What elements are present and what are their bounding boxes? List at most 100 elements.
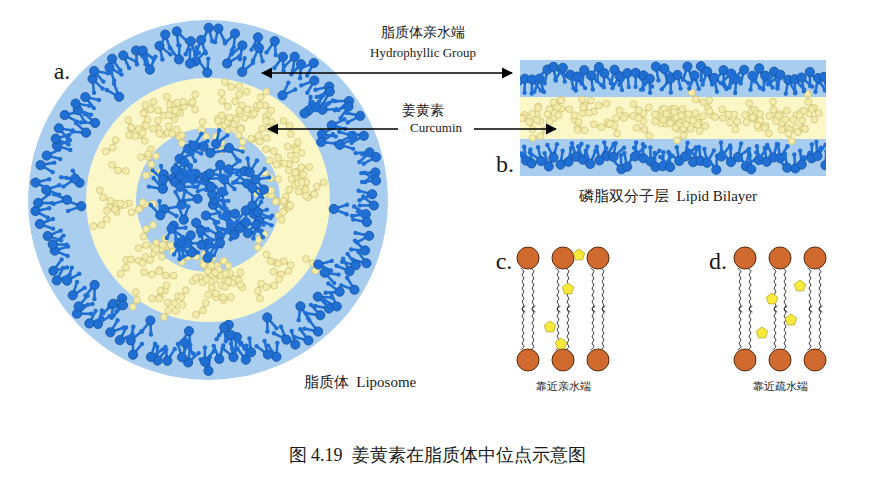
curcumin-molecule [255, 280, 265, 302]
lipid-tail-end [210, 238, 214, 242]
curcumin-atom [132, 289, 139, 296]
curcumin-atom [700, 113, 707, 120]
liposome-core [136, 128, 280, 272]
lipid-tail-end [59, 175, 63, 179]
curcumin-atom [139, 129, 146, 136]
curcumin-atom [692, 96, 699, 103]
curcumin-molecule [546, 96, 564, 112]
lipid-molecule [88, 74, 105, 95]
curcumin-atom [111, 206, 118, 213]
lipid-molecule [251, 220, 265, 240]
lipid-head [253, 208, 262, 217]
bilayer-ground [520, 60, 826, 176]
lipid-tail-end [286, 81, 290, 85]
curcumin-atom [603, 100, 610, 107]
curcumin-atom [193, 311, 200, 318]
curcumin-atom [231, 121, 238, 128]
lipid-molecule [31, 177, 51, 191]
lipid-tail-end [217, 211, 221, 215]
lipid-tail-end [362, 162, 366, 166]
lipid-head [118, 301, 127, 310]
lipid-molecule [158, 30, 172, 50]
curcumin-atom [109, 144, 116, 151]
lipid-tail-end [61, 184, 65, 188]
lipid-tail-end [289, 329, 293, 333]
lipid-molecule [299, 59, 319, 78]
lipid-tail-end [206, 228, 210, 232]
lipid-tail-end [201, 38, 205, 42]
lipid-molecule [351, 209, 372, 227]
curcumin-atom [790, 117, 797, 124]
curcumin-atom [520, 114, 526, 121]
curcumin-atom [630, 101, 637, 108]
curcumin-atom [114, 167, 121, 174]
curcumin-atom [263, 88, 270, 95]
lipid-molecule [176, 176, 197, 192]
curcumin-atom [257, 94, 264, 101]
lipid-tail-end [235, 157, 239, 161]
lipid-molecule [278, 81, 298, 100]
lipid-molecule [205, 164, 226, 178]
lipid-tail-end [165, 236, 169, 240]
lipid-head [206, 182, 215, 191]
lipid-tail-end [226, 199, 230, 203]
curcumin-molecule [160, 299, 171, 320]
curcumin-molecule [640, 104, 652, 125]
lipid-tail-end [52, 192, 56, 196]
curcumin-atom [128, 209, 135, 216]
curcumin-atom [225, 262, 232, 269]
lipid-tail-end [70, 130, 74, 134]
lipid-tail-end [221, 200, 225, 204]
lipid-molecule [219, 220, 239, 239]
lipid-tail-end [149, 332, 153, 336]
lipid-head [253, 33, 262, 42]
curcumin-atom [104, 207, 111, 214]
lipid-tail-end [350, 137, 354, 141]
curcumin-atom [205, 291, 212, 298]
curcumin-atom [203, 276, 210, 283]
lipid-molecule [59, 174, 80, 189]
lipid-tail-end [70, 265, 74, 269]
curcumin-atom [147, 257, 154, 264]
lipid-molecule [216, 160, 232, 181]
lipid-molecule [304, 303, 325, 320]
curcumin-atom [248, 136, 255, 143]
lipid-molecule [105, 82, 124, 102]
lipid-molecule [223, 29, 240, 50]
lipid-tail-end [298, 327, 302, 331]
curcumin-atom [199, 119, 206, 126]
lipid-tail-end [46, 216, 50, 220]
lipid-tail-end [208, 253, 212, 257]
lipid-tail-end [298, 76, 302, 80]
curcumin-atom [90, 223, 97, 230]
curcumin-molecule [129, 289, 140, 311]
lipid-head [230, 29, 239, 38]
curcumin-molecule [298, 171, 309, 193]
lipid-tail-end [179, 340, 183, 344]
curcumin-atom [263, 118, 270, 125]
lipid-tail-end [71, 168, 75, 172]
lipid-head [270, 37, 279, 46]
lipid-tail-end [260, 59, 264, 63]
curcumin-atom [143, 242, 150, 249]
lipid-molecule [180, 158, 197, 179]
lipid-head [245, 168, 254, 177]
curcumin-atom [139, 199, 146, 206]
lipid-tail-end [206, 56, 210, 60]
curcumin-atom [107, 197, 114, 204]
lipid-tail-end [82, 286, 86, 290]
lipid-tail-end [183, 52, 187, 56]
curcumin-atom [155, 107, 162, 114]
lipid-tail-end [213, 245, 217, 249]
lipid-tail-end [219, 216, 223, 220]
lipid-head [90, 280, 99, 289]
lipid-tail-end [83, 293, 87, 297]
lipid-tail-end [157, 199, 161, 203]
lipid-head [176, 182, 185, 191]
lipid-head [71, 99, 80, 108]
lipid-tail-end [213, 40, 217, 44]
lipid-head [35, 219, 44, 228]
curcumin-atom [224, 103, 231, 110]
lipid-tail-end [82, 111, 86, 115]
lipid-molecule [79, 111, 100, 127]
